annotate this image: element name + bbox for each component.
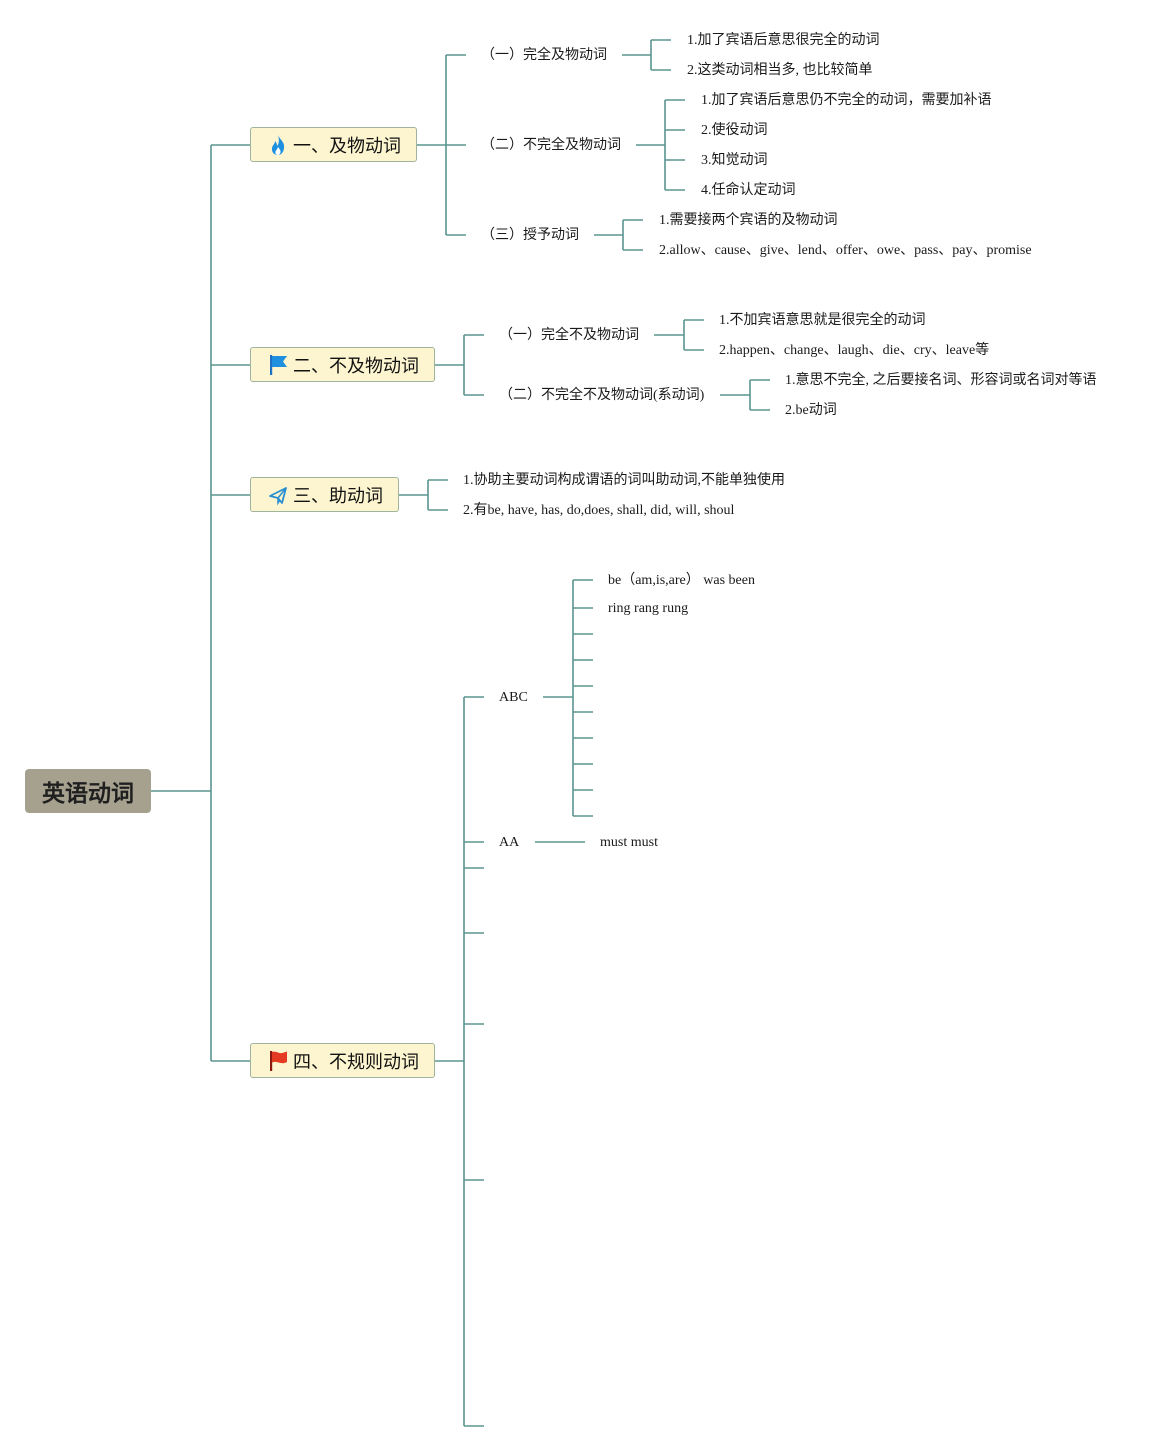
subtopic-ditransitive[interactable]: （三）授予动词 [481,228,579,243]
topic-auxiliary-verbs[interactable]: 三、助动词 [250,477,399,512]
leaf-text[interactable]: must must [600,835,658,850]
leaf-text[interactable]: 2.be动词 [785,403,837,418]
topic-label: 二、不及物动词 [293,355,419,377]
topic-intransitive-verbs[interactable]: 二、不及物动词 [250,347,435,382]
leaf-text[interactable]: 1.意思不完全, 之后要接名词、形容词或名词对等语 [785,373,1097,388]
fire-icon [268,134,288,156]
subtopic-linking-verbs[interactable]: （二）不完全不及物动词(系动词) [499,388,705,403]
red-flag-icon [268,1050,288,1072]
leaf-text[interactable]: be（am,is,are） was been [608,573,755,588]
subtopic-aa-pattern[interactable]: AA [499,835,520,850]
blue-flag-icon [268,354,288,376]
topic-irregular-verbs[interactable]: 四、不规则动词 [250,1043,435,1078]
leaf-text[interactable]: 1.加了宾语后意思很完全的动词 [687,33,880,48]
topic-label: 三、助动词 [293,485,383,507]
leaf-text[interactable]: 1.加了宾语后意思仍不完全的动词，需要加补语 [701,93,992,108]
topic-transitive-verbs[interactable]: 一、及物动词 [250,127,417,162]
subtopic-incomplete-transitive[interactable]: （二）不完全及物动词 [481,138,621,153]
subtopic-abc-pattern[interactable]: ABC [499,690,528,705]
topic-label: 四、不规则动词 [293,1051,419,1073]
leaf-text[interactable]: 1.需要接两个宾语的及物动词 [659,213,838,228]
leaf-text[interactable]: 1.不加宾语意思就是很完全的动词 [719,313,926,328]
leaf-text[interactable]: 2.使役动词 [701,123,768,138]
root-label: 英语动词 [42,781,134,807]
leaf-text[interactable]: 2.有be, have, has, do,does, shall, did, w… [463,503,735,518]
leaf-text[interactable]: 4.任命认定动词 [701,183,796,198]
paper-plane-icon [268,484,288,506]
leaf-text[interactable]: 3.知觉动词 [701,153,768,168]
leaf-text[interactable]: 2.happen、change、laugh、die、cry、leave等 [719,343,990,358]
leaf-text[interactable]: ring rang rung [608,601,689,616]
leaf-text[interactable]: 2.这类动词相当多, 也比较简单 [687,63,873,78]
subtopic-complete-transitive[interactable]: （一）完全及物动词 [481,48,607,63]
root-topic[interactable]: 英语动词 [25,769,151,813]
topic-label: 一、及物动词 [293,135,401,157]
leaf-text[interactable]: 2.allow、cause、give、lend、offer、owe、pass、p… [659,243,1032,258]
subtopic-complete-intransitive[interactable]: （一）完全不及物动词 [499,328,639,343]
leaf-text[interactable]: 1.协助主要动词构成谓语的词叫助动词,不能单独使用 [463,473,785,488]
